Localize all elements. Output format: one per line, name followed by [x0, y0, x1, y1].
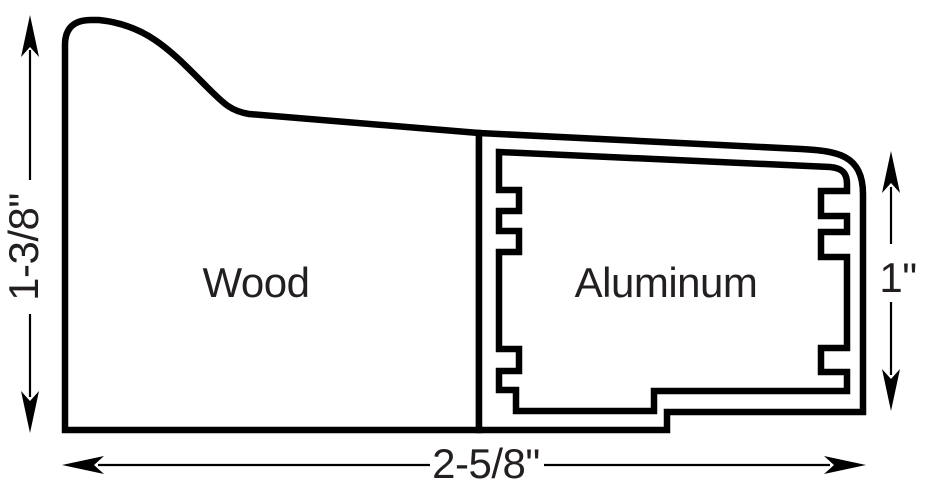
overall-height-dimension-label: 1-3/8": [0, 193, 47, 301]
profile-outlines: [61, 16, 867, 434]
aluminum-height-dimension-label: 1": [879, 254, 916, 301]
width-arrow-left-icon: [62, 456, 104, 474]
height-arrow-down-icon: [21, 391, 39, 433]
alum-height-arrow-up-icon: [882, 151, 900, 193]
dimension-lines: [28, 50, 893, 467]
aluminum-outer-outline: [475, 129, 867, 434]
wood-material-label: Wood: [203, 259, 310, 306]
width-arrow-right-icon: [824, 456, 866, 474]
wood-profile-outline: [61, 16, 483, 434]
dimension-arrowheads: [21, 15, 900, 474]
height-arrow-up-icon: [21, 15, 39, 57]
diagram-labels: Wood Aluminum 1-3/8" 2-5/8" 1": [0, 193, 917, 487]
overall-width-dimension-label: 2-5/8": [432, 440, 540, 487]
aluminum-material-label: Aluminum: [575, 259, 758, 306]
aluminum-cavity-outline: [495, 148, 851, 415]
alum-height-arrow-down-icon: [882, 369, 900, 411]
